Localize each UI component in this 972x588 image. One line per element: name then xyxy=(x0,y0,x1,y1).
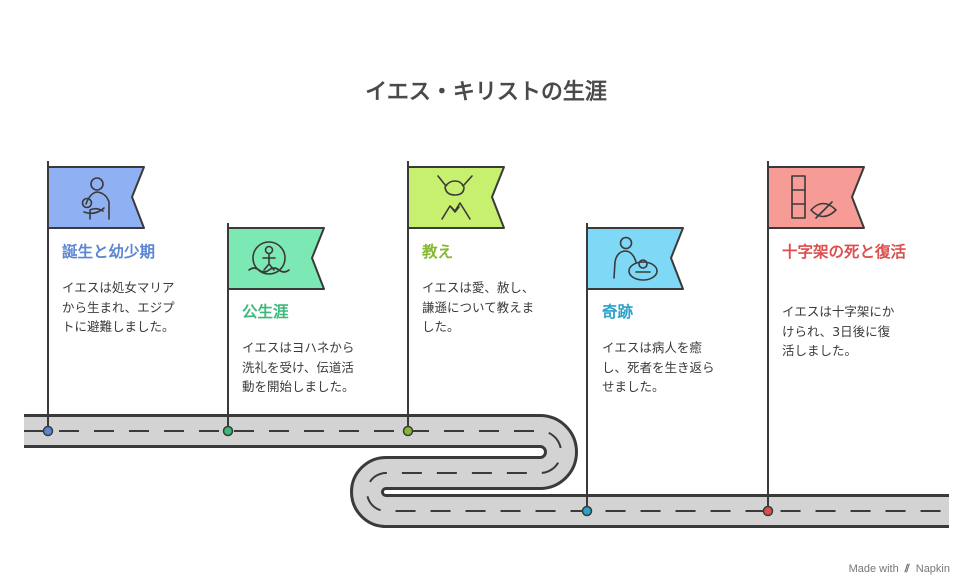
description-line: し、死者を生き返ら xyxy=(602,359,715,375)
milestone-dot-ministry xyxy=(222,425,234,437)
napkin-logo-icon: ⫽ xyxy=(904,563,910,575)
winding-road xyxy=(24,414,949,528)
stage-heading-death-resurrection: 十字架の死と復活 xyxy=(782,243,907,261)
description-line: イエスは病人を癒 xyxy=(602,340,702,355)
description-line: 動を開始しました。 xyxy=(242,379,355,394)
stage-death-resurrection xyxy=(762,161,865,517)
milestone-dot-birth xyxy=(42,425,54,437)
cross-resurrection-icon xyxy=(791,175,837,219)
stage-description-teachings: イエスは愛、赦し、 謙遜について教えま した。 xyxy=(422,278,534,337)
milestone-dot-teachings xyxy=(402,425,414,437)
flag-death-resurrection xyxy=(767,166,865,229)
description-line: けられ、3日後に復 xyxy=(782,323,891,339)
description-line: 活しました。 xyxy=(782,343,858,358)
description-line: イエスは愛、赦し、 xyxy=(422,280,535,295)
description-line: イエスはヨハネから xyxy=(242,340,355,355)
stage-heading-birth: 誕生と幼少期 xyxy=(62,243,156,261)
description-line: から生まれ、エジプ xyxy=(62,299,175,315)
stage-heading-teachings: 教え xyxy=(422,243,454,261)
mother-child-icon xyxy=(81,177,110,220)
healing-icon xyxy=(613,236,658,281)
stage-description-ministry: イエスはヨハネから 洗礼を受け、伝道活 動を開始しました。 xyxy=(242,338,355,397)
description-line: した。 xyxy=(422,319,460,334)
flag-teachings xyxy=(407,166,505,229)
description-line: 洗礼を受け、伝道活 xyxy=(242,359,354,375)
stage-miracles xyxy=(581,223,684,517)
description-line: 謙遜について教えま xyxy=(422,299,535,315)
description-line: イエスは十字架にか xyxy=(782,304,895,319)
description-line: イエスは処女マリア xyxy=(62,280,175,295)
milestone-dot-death-resurrection xyxy=(762,505,774,517)
watermark-brand: Napkin xyxy=(915,563,950,575)
mountain-sermon-icon xyxy=(437,175,473,220)
stage-description-death-resurrection: イエスは十字架にか けられ、3日後に復 活しました。 xyxy=(782,302,894,361)
description-line: トに避難しました。 xyxy=(62,319,175,334)
stage-heading-ministry: 公生涯 xyxy=(242,303,289,321)
page-title: イエス・キリストの生涯 xyxy=(365,80,607,105)
stage-teachings xyxy=(402,161,505,437)
stage-ministry xyxy=(222,223,325,437)
flag-birth xyxy=(47,166,145,229)
watermark-prefix: Made with xyxy=(848,563,899,575)
flag-ministry xyxy=(227,227,325,290)
made-with-napkin-watermark[interactable]: Made with ⫽ Napkin xyxy=(849,563,950,576)
stage-heading-miracles: 奇跡 xyxy=(602,303,634,321)
description-line: せました。 xyxy=(602,379,665,394)
stage-description-miracles: イエスは病人を癒 し、死者を生き返ら せました。 xyxy=(602,338,715,397)
baptism-icon xyxy=(248,241,290,275)
stage-birth xyxy=(42,161,145,437)
milestone-dot-miracles xyxy=(581,505,593,517)
stage-description-birth: イエスは処女マリア から生まれ、エジプ トに避難しました。 xyxy=(62,278,175,337)
